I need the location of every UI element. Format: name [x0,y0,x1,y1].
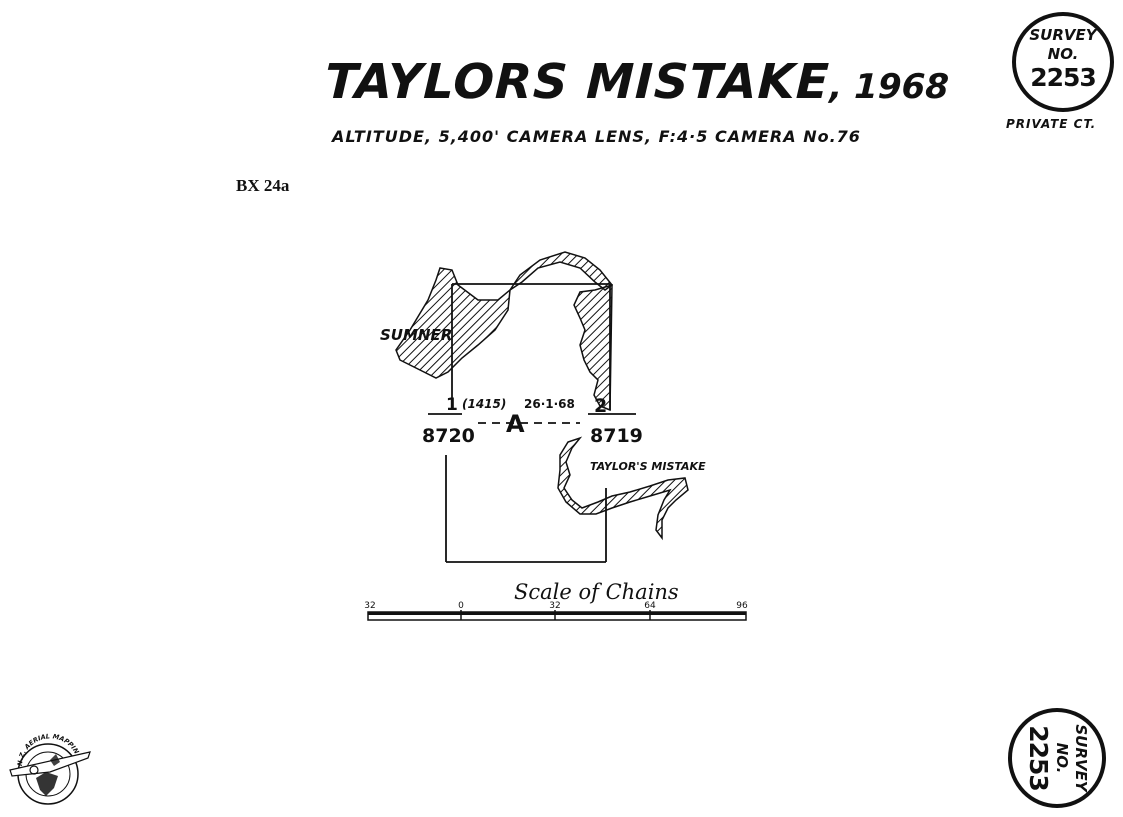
survey-stamp-top: SURVEY NO. 2253 [1012,12,1114,112]
run-marker: A [506,410,525,438]
aerial-mapping-logo: N.Z. AERIAL MAPPING LTD. [6,730,91,805]
land-hatching-bay [557,436,689,541]
flight-details: ALTITUDE, 5,400' CAMERA LENS, F:4·5 CAME… [332,127,861,146]
photo-coverage-outline [445,283,611,563]
scale-tick-label: 0 [458,601,464,611]
flight-run-line [428,413,636,424]
frame-left-note: (1415) [462,397,506,411]
stamp-survey-number: 2253 [1030,63,1097,92]
frame-left-run: 1 [446,395,458,415]
flight-date: 26·1·68 [524,397,575,411]
sheet-reference: BX 24a [236,176,290,195]
taylors-mistake-label: TAYLOR'S MISTAKE [590,460,706,473]
scale-tick-label: 32 [549,601,560,611]
stamp-no-label: NO. [1047,45,1079,63]
scale-label: Scale of Chains [514,580,679,604]
sumner-label: SUMNER [380,326,452,344]
scale-bar [367,610,747,621]
survey-stamp-bottom: SURVEY NO. 2253 [1008,708,1106,808]
land-hatching-sumner [395,267,511,379]
scale-tick-label: 96 [736,601,748,611]
private-note: PRIVATE CT. [1006,117,1097,131]
frame-right-run: 2 [594,395,607,417]
frame-right-photo: 8719 [590,425,643,447]
land-hatching-east-upper [573,283,613,412]
scale-tick-label: 64 [644,601,656,611]
frame-left-photo: 8720 [422,425,475,447]
stamp-survey-label: SURVEY [1029,26,1097,44]
scale-tick-label: 32 [364,601,375,611]
